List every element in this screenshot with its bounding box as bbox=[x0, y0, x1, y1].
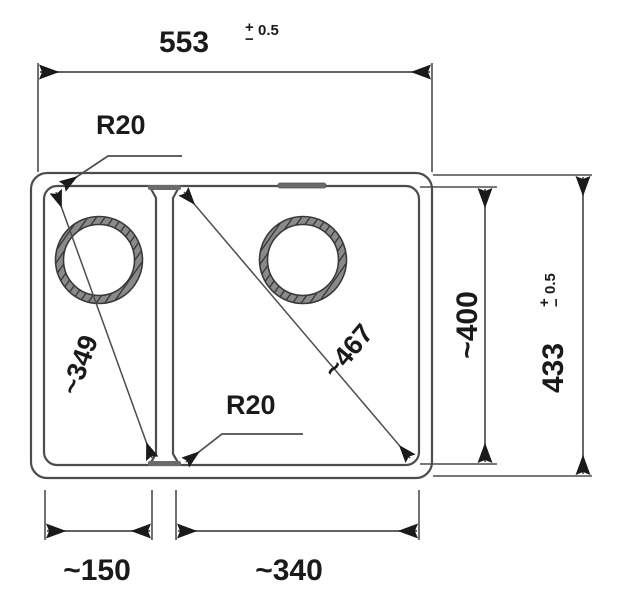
dim-label-left-diagonal: ~349 bbox=[55, 331, 104, 398]
center-divider bbox=[148, 185, 181, 466]
dim-label-r20-bottom: R20 bbox=[226, 390, 276, 420]
callout-corner-radius-top: R20 bbox=[58, 110, 182, 192]
dim-label-r20-top: R20 bbox=[96, 110, 146, 140]
tol-value-width: 0.5 bbox=[258, 22, 279, 39]
overflow-slot bbox=[277, 182, 327, 189]
divider-bottom-cap bbox=[148, 461, 181, 466]
callout-corner-radius-bottom: R20 bbox=[181, 390, 303, 468]
leader-line-r20-bottom bbox=[181, 433, 303, 468]
tol-minus-height: − bbox=[548, 298, 565, 307]
sink-inner-bowl-outline bbox=[42, 184, 421, 467]
sink-body bbox=[29, 171, 434, 480]
dimension-inner-height: ~400 bbox=[420, 186, 497, 465]
dim-label-inner-height: ~400 bbox=[451, 291, 484, 359]
dim-line-right-diagonal bbox=[178, 187, 416, 463]
sink-outer-rim bbox=[29, 171, 434, 480]
tol-value-height: 0.5 bbox=[542, 273, 559, 294]
dimension-right-bowl-width: ~340 bbox=[175, 490, 420, 587]
dim-tolerance-overall-height: + − 0.5 bbox=[536, 273, 565, 307]
tol-minus-width: − bbox=[245, 31, 254, 48]
leader-line-r20-top bbox=[58, 155, 182, 192]
dim-label-overall-width: 553 bbox=[159, 26, 209, 59]
tol-plus-height: + bbox=[536, 298, 553, 307]
left-bowl-drain-ring bbox=[50, 211, 150, 311]
dimension-left-bowl-width: ~150 bbox=[44, 490, 153, 587]
dim-tolerance-overall-width: + − 0.5 bbox=[245, 19, 279, 48]
dim-label-right-diagonal: ~467 bbox=[317, 318, 379, 384]
tol-plus-width: + bbox=[245, 19, 254, 36]
dim-label-right-bowl-width: ~340 bbox=[255, 554, 323, 587]
dimension-overall-width: 553 + − 0.5 bbox=[37, 19, 433, 172]
right-bowl-drain-ring bbox=[254, 211, 354, 311]
dim-line-left-diagonal bbox=[49, 188, 159, 462]
divider-top-cap bbox=[148, 185, 181, 190]
dim-label-overall-height: 433 bbox=[537, 343, 570, 393]
dimension-overall-height: 433 + − 0.5 bbox=[433, 174, 592, 477]
center-divider-shape bbox=[148, 185, 181, 466]
dim-label-left-bowl-width: ~150 bbox=[63, 554, 131, 587]
